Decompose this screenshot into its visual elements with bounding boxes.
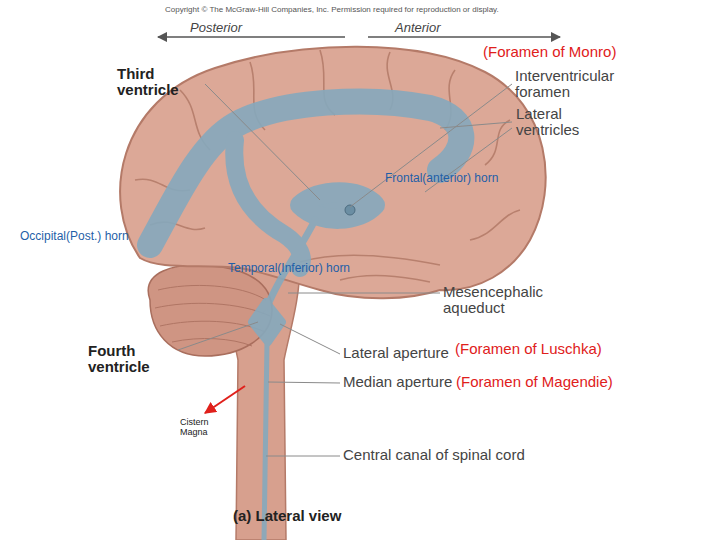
leader-lines	[178, 84, 512, 456]
horn-label: Frontal(anterior) horn	[385, 172, 535, 185]
foramen-name: (Foramen of Luschka)	[455, 341, 645, 357]
leader-line	[266, 456, 340, 457]
leader-line	[440, 122, 512, 128]
part-label: Lateral aperture	[343, 345, 463, 361]
direction-label: Anterior	[395, 21, 465, 35]
foramen-name: (Foramen of Magendie)	[456, 374, 656, 390]
copyright-notice: Copyright © The McGraw-Hill Companies, I…	[165, 6, 585, 15]
part-label: Interventricular foramen	[515, 68, 635, 100]
leader-line	[350, 84, 512, 207]
part-label: Third ventricle	[117, 66, 207, 98]
cerebrum	[120, 47, 546, 299]
ventricular-system	[150, 101, 461, 540]
leader-line	[205, 84, 320, 200]
part-label: Fourth ventricle	[88, 343, 178, 375]
part-label: Central canal of spinal cord	[343, 447, 563, 463]
folia-line	[158, 285, 266, 300]
part-label: Median aperture	[343, 374, 463, 390]
cistern-arrow	[205, 386, 245, 413]
foramen-name: (Foramen of Monro)	[483, 44, 653, 60]
leader-line	[178, 322, 258, 350]
horn-label: Occipital(Post.) horn	[20, 230, 170, 243]
cerebellum	[148, 265, 272, 356]
leader-line	[268, 382, 340, 383]
leader-line	[280, 324, 340, 354]
figure-caption: (a) Lateral view	[233, 508, 433, 524]
anterior-arrow	[368, 36, 560, 38]
sulcus	[470, 210, 520, 240]
part-label: Cistern Magna	[180, 418, 224, 437]
part-label: Lateral ventricles	[516, 106, 606, 138]
horn-label: Temporal(Inferior) horn	[228, 262, 388, 275]
posterior-arrow	[158, 36, 345, 38]
brain-sulci	[135, 50, 520, 282]
sulcus	[340, 276, 430, 282]
direction-label: Posterior	[190, 21, 260, 35]
sulcus	[485, 120, 510, 165]
folia-line	[172, 339, 252, 346]
leader-line	[288, 293, 440, 294]
part-label: Mesencephalic aqueduct	[443, 284, 563, 316]
